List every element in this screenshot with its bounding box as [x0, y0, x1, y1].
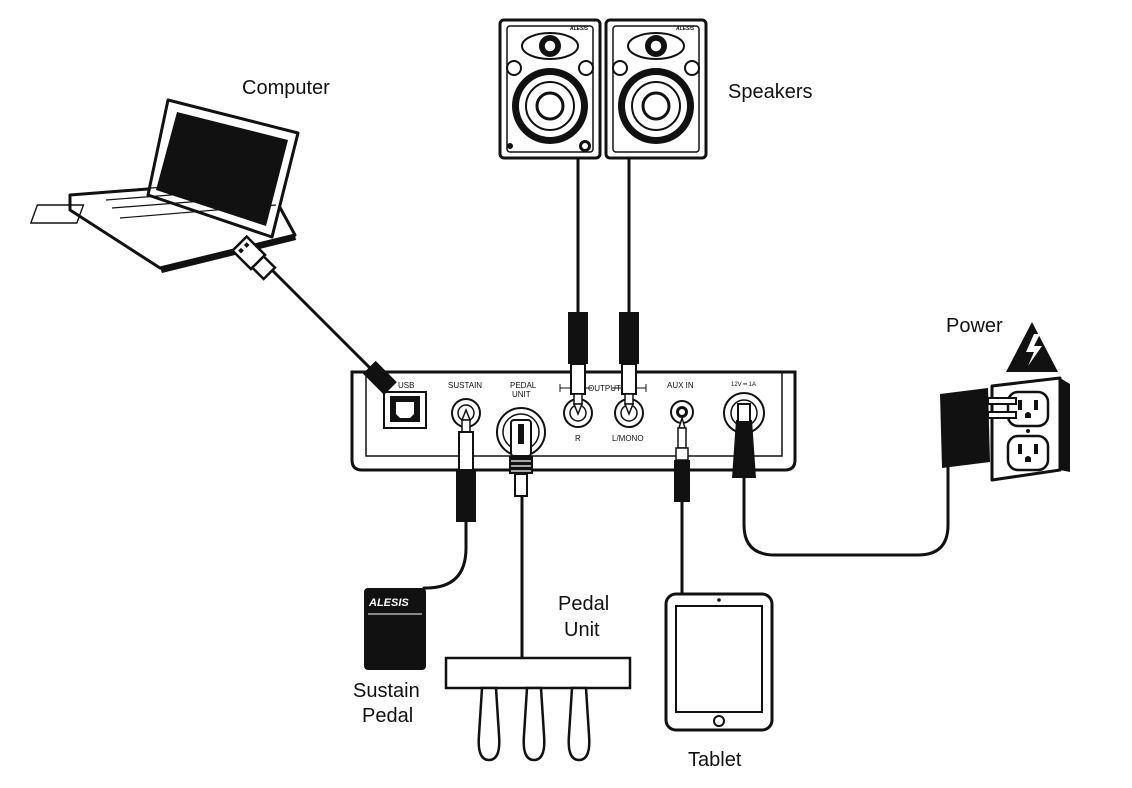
aux-plug-icon [674, 415, 690, 502]
pedal-unit-label-2: Unit [564, 619, 600, 641]
pedal-unit-port-label-1: PEDAL [510, 381, 537, 390]
computer-label: Computer [242, 77, 330, 99]
tablet-icon [664, 592, 774, 732]
usb-port [383, 391, 427, 429]
speaker-left-icon: ALESIS [604, 18, 708, 160]
sustain-cable [422, 518, 468, 590]
power-adapter-icon [940, 388, 1017, 468]
dc-plug-icon [732, 403, 756, 478]
wall-outlet-icon [990, 376, 1070, 482]
speaker-logo-left: ALESIS [675, 26, 695, 32]
sustain-port-label: SUSTAIN [448, 381, 482, 390]
output-r-plug-icon [568, 312, 588, 417]
tablet-label: Tablet [688, 749, 742, 771]
speakers-label: Speakers [728, 81, 813, 103]
usb-a-plug-icon [230, 234, 277, 281]
usb-b-plug-icon [362, 360, 397, 395]
outputs-label: OUTPUTS [588, 384, 626, 393]
power-cable [742, 460, 950, 557]
pedal-unit-icon [444, 656, 632, 762]
warning-triangle-icon [1006, 322, 1058, 372]
sustain-pedal-label-1: Sustain [353, 680, 420, 702]
aux-in-label: AUX IN [667, 381, 694, 390]
output-l-plug-icon [619, 312, 639, 417]
sustain-pedal-logo: ALESIS [368, 597, 409, 609]
pedal-unit-port-label-2: UNIT [512, 390, 531, 399]
power-spec-label: 12V ━ 1A [731, 382, 756, 388]
power-label: Power [946, 315, 1003, 337]
sustain-plug-icon [456, 407, 476, 522]
sustain-pedal-icon: ALESIS [364, 588, 426, 670]
output-r-label: R [575, 434, 581, 443]
sustain-pedal-label-2: Pedal [362, 705, 413, 727]
output-l-label: L/MONO [612, 434, 644, 443]
din-plug-icon [509, 419, 533, 497]
pedal-unit-label-1: Pedal [558, 593, 609, 615]
speaker-logo-right: ALESIS [569, 26, 589, 32]
usb-port-label: USB [398, 381, 414, 390]
speaker-right-icon: ALESIS [498, 18, 602, 160]
aux-in-jack [670, 400, 694, 424]
